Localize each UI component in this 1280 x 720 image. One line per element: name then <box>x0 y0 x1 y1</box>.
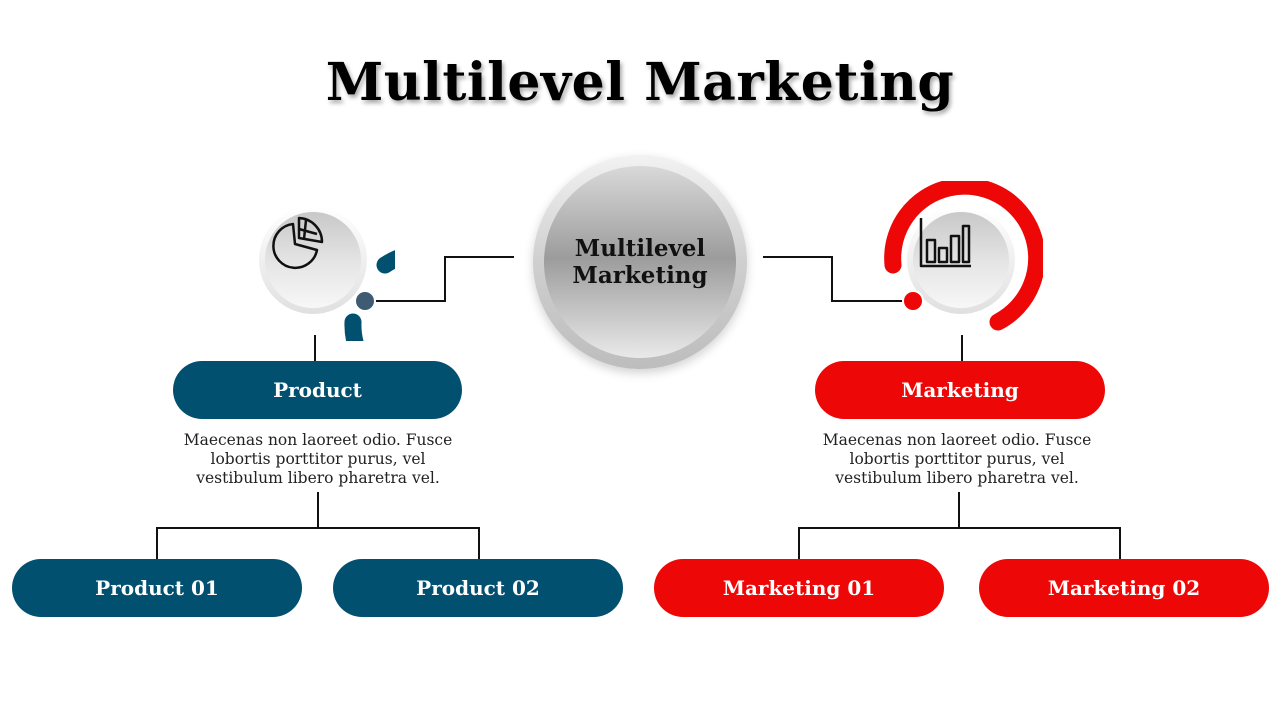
marketing-pill: Marketing <box>815 361 1105 419</box>
product-01-pill: Product 01 <box>12 559 302 617</box>
product-02-pill: Product 02 <box>333 559 623 617</box>
marketing-02-pill: Marketing 02 <box>979 559 1269 617</box>
center-label: Multilevel Marketing <box>572 235 708 289</box>
product-description: Maecenas non laoreet odio. Fusce loborti… <box>183 431 453 487</box>
marketing-01-pill: Marketing 01 <box>654 559 944 617</box>
product-ring <box>235 181 395 341</box>
pie-chart-icon <box>272 216 324 270</box>
marketing-description: Maecenas non laoreet odio. Fusce loborti… <box>822 431 1092 487</box>
slide-title: Multilevel Marketing <box>325 52 955 113</box>
center-node: Multilevel Marketing <box>533 155 747 369</box>
bar-chart-icon <box>919 218 971 268</box>
marketing-ring <box>883 181 1043 341</box>
product-pill: Product <box>173 361 462 419</box>
